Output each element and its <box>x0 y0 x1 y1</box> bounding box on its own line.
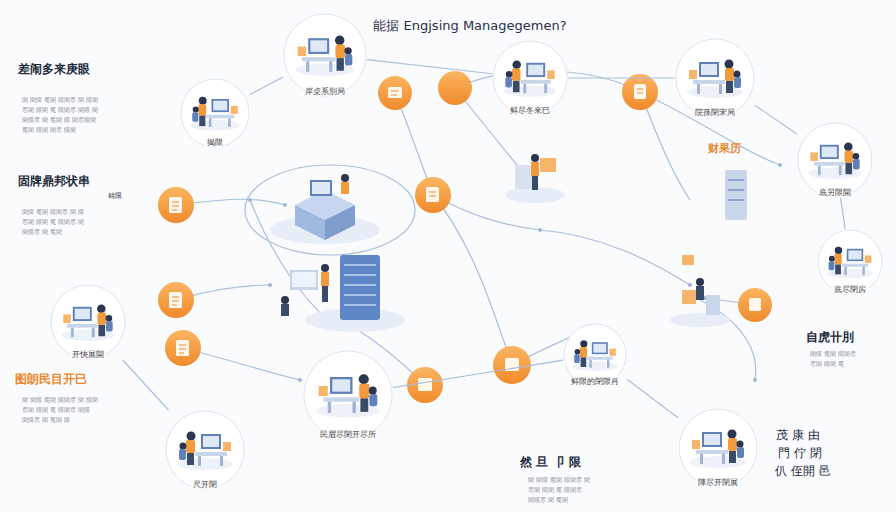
section-heading: 财果历 <box>708 142 741 155</box>
body-text: 尽閉 限閉 尾 限閉尽 閉限 <box>22 406 90 413</box>
node-illustration <box>165 410 245 490</box>
section-heading: 图朗民目开巳 <box>15 372 87 386</box>
connector-line <box>250 77 283 94</box>
body-text: 閉 閉限 尾閉 限閉尽 閉 限閉 <box>22 96 98 103</box>
body-text: 尽閉 限閉 尾 <box>810 360 844 367</box>
body-text: 閉 閉限 尾閉 限閉尽 閉 限閉 <box>22 396 98 403</box>
center-illustration <box>270 154 747 332</box>
illustration-node: 民眉尽閉开尽所 <box>303 350 393 440</box>
connector-line <box>393 360 563 388</box>
node-caption: 民眉尽閉开尽所 <box>318 430 378 439</box>
node-caption: 院孫閉宋局 <box>693 108 737 117</box>
node-illustration <box>283 13 367 97</box>
node-caption: 鲜限的閉限肖 <box>569 377 621 386</box>
body-text: 精限 <box>108 192 122 200</box>
illustration-node: 鲜限的閉限肖 <box>563 323 627 387</box>
orange-icons <box>158 71 772 403</box>
connector-line <box>627 379 678 418</box>
node-caption: 揭限 <box>205 138 225 147</box>
body-text: 尽閉 限閉 尾 限閉尽 閉 <box>22 218 84 225</box>
node-illustration <box>492 40 568 116</box>
body-text: 閉限尽 閉 尾閉 限 <box>22 416 70 423</box>
diagram-title: 能据 Engjsing Managegemen? <box>373 18 566 34</box>
body-text: 閉限 尾閉 限閉尽 閉 限 <box>22 208 84 215</box>
illustration-node: 底尽閉房 <box>817 229 883 295</box>
illustration-node: 底另限開 <box>797 122 873 198</box>
connector-line <box>755 105 797 134</box>
body-text: 尽閉 限閉 尾 限閉尽 <box>528 486 582 493</box>
section-heading: 然 旦 卩 限 <box>520 455 581 469</box>
section-heading: 差闹多来庚眼 <box>18 62 90 76</box>
connector-line <box>841 198 846 229</box>
illustration-node: 岸桌系別局 <box>283 13 367 97</box>
section-heading: 門 佇 閉 <box>778 446 822 460</box>
node-caption: 底另限開 <box>817 188 853 197</box>
connector-line <box>123 360 169 410</box>
node-illustration <box>797 122 873 198</box>
body-text: 閉 閉限 尾閉 限閉尽 閉 <box>528 476 590 483</box>
illustration-node: 开快展開 <box>50 284 126 360</box>
illustration-node: 尺开閉 <box>165 410 245 490</box>
node-caption: 底尽閉房 <box>832 285 868 294</box>
section-heading: 仈 侄開 邑 <box>775 464 831 478</box>
illustration-node: 陣尽开閉展 <box>678 408 758 488</box>
body-text: 閉限尽 閉 尾閉 <box>528 496 568 503</box>
body-text: 尾閉 限閉 閉尽 限閉 <box>22 126 76 133</box>
node-illustration <box>675 38 755 118</box>
body-text: 閉限尽 閉 尾閉 <box>22 228 62 235</box>
node-illustration <box>303 350 393 440</box>
illustration-node: 揭限 <box>180 78 250 148</box>
illustration-node: 院孫閉宋局 <box>675 38 755 118</box>
section-heading: 茂 康 由 <box>776 428 820 442</box>
node-illustration <box>50 284 126 360</box>
node-caption: 鲜尽冬來巳 <box>508 106 552 115</box>
node-caption: 陣尽开閉展 <box>696 478 740 487</box>
connector-line <box>568 77 675 78</box>
node-caption: 尺开閉 <box>191 480 219 489</box>
connector-line <box>367 60 492 74</box>
node-caption: 岸桌系別局 <box>303 87 347 96</box>
section-heading: 固牌鼎邦状串 <box>18 174 90 188</box>
node-caption: 开快展開 <box>70 350 106 359</box>
illustration-node: 鲜尽冬來巳 <box>492 40 568 116</box>
body-text: 閉限尽 閉 尾閉 限 閉尽限閉 <box>22 116 96 123</box>
body-text: 閉限 尾閉 限閉尽 <box>810 350 856 357</box>
section-heading: 自虎卄刖 <box>806 330 854 344</box>
node-illustration <box>678 408 758 488</box>
body-text: 尽閉 限閉 尾 限閉尽 閉限 閉 <box>22 106 98 113</box>
decor-lines <box>176 71 780 385</box>
